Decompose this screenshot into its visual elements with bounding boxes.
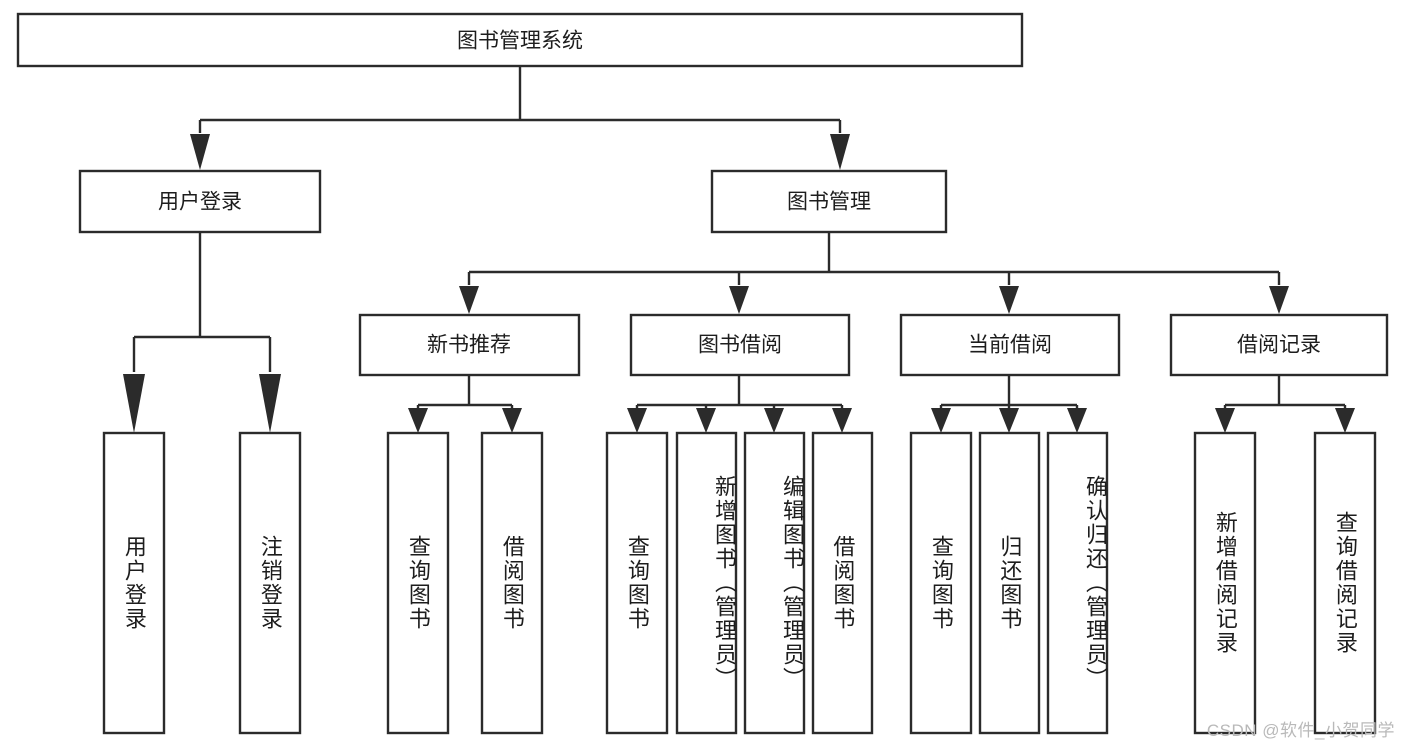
arrow-head-icon: [696, 408, 716, 433]
leaf-box-borrow-book-1[interactable]: [480, 431, 544, 735]
arrow-head-icon: [408, 408, 428, 433]
arrow-head-icon: [1335, 408, 1355, 433]
node-current-borrow[interactable]: 当前借阅: [899, 313, 1121, 377]
leaf-box-edit-book[interactable]: [743, 431, 806, 735]
arrow-head-icon: [729, 286, 749, 314]
arrow-head-icon: [1215, 408, 1235, 433]
leaf-box-logout[interactable]: [238, 431, 302, 735]
node-borrow-records-label: 借阅记录: [1237, 334, 1321, 357]
node-root-label: 图书管理系统: [457, 30, 583, 53]
arrow-head-icon: [999, 286, 1019, 314]
leaf-box-add-record[interactable]: [1193, 431, 1257, 735]
node-book-management[interactable]: 图书管理: [710, 169, 948, 234]
arrow-head-icon: [123, 374, 145, 433]
node-book-borrow[interactable]: 图书借阅: [629, 313, 851, 377]
connector-bookborrow-to-leaves: [627, 375, 852, 433]
arrow-head-icon: [999, 408, 1019, 433]
node-user-login[interactable]: 用户登录: [78, 169, 322, 234]
leaf-box-add-book[interactable]: [675, 431, 738, 735]
node-new-book-recommend-label: 新书推荐: [427, 334, 511, 357]
arrow-head-icon: [1067, 408, 1087, 433]
leaf-box-query-record[interactable]: [1313, 431, 1377, 735]
watermark-text: CSDN @软件_小贺同学: [1206, 721, 1395, 740]
connector-currentborrow-to-leaves: [931, 375, 1087, 433]
leaf-box-borrow-book-2[interactable]: [811, 431, 874, 735]
node-book-borrow-label: 图书借阅: [698, 334, 782, 357]
arrow-head-icon: [1269, 286, 1289, 314]
connector-bookmgmt-to-level3: [459, 232, 1289, 314]
node-new-book-recommend[interactable]: 新书推荐: [358, 313, 581, 377]
leaf-box-return-book[interactable]: [978, 431, 1041, 735]
leaf-box-query-book-1[interactable]: [386, 431, 450, 735]
node-root[interactable]: 图书管理系统: [16, 12, 1024, 68]
node-current-borrow-label: 当前借阅: [968, 334, 1052, 357]
connector-root-to-level2: [190, 66, 850, 170]
leaf-box-query-book-3[interactable]: [909, 431, 973, 735]
arrow-head-icon: [931, 408, 951, 433]
leaf-box-user-login[interactable]: [102, 431, 166, 735]
connector-newbook-to-leaves: [408, 375, 522, 433]
leaf-box-confirm-return[interactable]: [1046, 431, 1109, 735]
arrow-head-icon: [502, 408, 522, 433]
connector-userlogin-to-leaves: [123, 232, 281, 433]
arrow-head-icon: [190, 134, 210, 170]
arrow-head-icon: [259, 374, 281, 433]
arrow-head-icon: [764, 408, 784, 433]
arrow-head-icon: [832, 408, 852, 433]
arrow-head-icon: [830, 134, 850, 170]
arrow-head-icon: [459, 286, 479, 314]
connector-borrowrecords-to-leaves: [1215, 375, 1355, 433]
node-book-management-label: 图书管理: [787, 191, 871, 214]
node-user-login-label: 用户登录: [158, 191, 242, 214]
leaf-box-query-book-2[interactable]: [605, 431, 669, 735]
arrow-head-icon: [627, 408, 647, 433]
node-borrow-records[interactable]: 借阅记录: [1169, 313, 1389, 377]
